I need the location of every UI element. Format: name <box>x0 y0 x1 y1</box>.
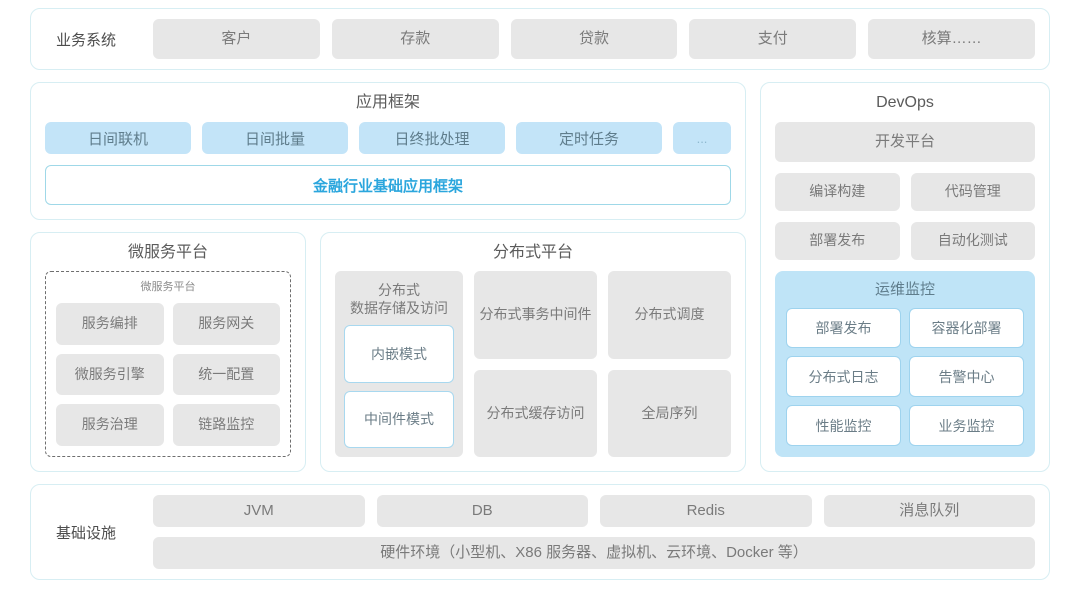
distributed-platform-body: 分布式 数据存储及访问 内嵌模式 中间件模式 分布式 事务中间件 分布式调度 <box>335 271 731 457</box>
distributed-tag-transaction-middleware[interactable]: 分布式 事务中间件 <box>474 271 597 359</box>
microservice-tag-service-orchestration[interactable]: 服务编排 <box>56 303 164 345</box>
business-system-tag-loan[interactable]: 贷款 <box>510 19 678 59</box>
app-framework-tag-scheduled-task[interactable]: 定时任务 <box>516 122 662 154</box>
ops-tag-containerized-deploy[interactable]: 容器化部署 <box>909 307 1024 349</box>
business-system-tag-deposit[interactable]: 存款 <box>331 19 499 59</box>
infrastructure-tag-jvm[interactable]: JVM <box>153 495 365 527</box>
infrastructure-tag-list: JVM DB Redis 消息队列 <box>153 495 1035 527</box>
app-framework-tag-daytime-online[interactable]: 日间联机 <box>45 122 191 154</box>
devops-title: DevOps <box>876 94 934 111</box>
devops-tag-deploy-release[interactable]: 部署发布 <box>775 222 900 260</box>
infrastructure-tag-db[interactable]: DB <box>376 495 588 527</box>
application-framework-title: 应用框架 <box>355 94 420 111</box>
devops-tag-automated-testing[interactable]: 自动化测试 <box>910 222 1035 260</box>
distributed-tag-global-sequence[interactable]: 全局序列 <box>608 369 731 457</box>
distributed-platform-section: 分布式平台 分布式 数据存储及访问 内嵌模式 中间件模式 <box>320 232 746 472</box>
distributed-tag-cache-access[interactable]: 分布式 缓存访问 <box>474 369 597 457</box>
infrastructure-label: 基础设施 <box>55 524 116 542</box>
app-framework-tag-eod-batch[interactable]: 日终批处理 <box>359 122 505 154</box>
microservice-platform-title: 微服务平台 <box>127 244 208 261</box>
application-framework-section: 应用框架 日间联机 日间批量 日终批处理 定时任务 ... 金融行业基础应用框架 <box>30 82 746 220</box>
platform-band: 应用框架 日间联机 日间批量 日终批处理 定时任务 ... 金融行业基础应用框架… <box>30 82 1050 472</box>
distributed-tag-transaction-middleware-line1: 分布式 <box>479 306 522 322</box>
platform-left-column: 应用框架 日间联机 日间批量 日终批处理 定时任务 ... 金融行业基础应用框架… <box>30 82 746 472</box>
business-systems-section: 业务系统 客户 存款 贷款 支付 核算…… <box>30 8 1050 70</box>
devops-tag-compile-build[interactable]: 编译构建 <box>775 173 900 211</box>
distributed-tag-scheduling[interactable]: 分布式调度 <box>608 271 731 359</box>
microservice-platform-subtitle: 微服务平台 <box>140 281 196 293</box>
ops-tag-alert-center[interactable]: 告警中心 <box>909 356 1024 398</box>
distributed-storage-mode-middleware[interactable]: 中间件模式 <box>344 390 454 448</box>
devops-section: DevOps 开发平台 编译构建 代码管理 部署发布 自动化测试 运维监控 部署… <box>760 82 1050 472</box>
distributed-tag-cache-access-line1: 分布式 <box>486 404 529 421</box>
infrastructure-hardware-row: 硬件环境（小型机、X86 服务器、虚拟机、云环境、Docker 等） <box>153 537 1035 569</box>
business-system-tag-accounting[interactable]: 核算…… <box>868 19 1035 59</box>
distributed-platform-grid: 分布式 事务中间件 分布式调度 分布式 缓存访问 全局序列 <box>474 271 731 457</box>
business-system-tag-customer[interactable]: 客户 <box>153 19 320 59</box>
infrastructure-tag-message-queue[interactable]: 消息队列 <box>823 495 1035 527</box>
microservice-platform-dashed-group: 微服务平台 服务编排 服务网关 微服务引擎 统一配置 服务治理 链路监控 <box>45 271 291 457</box>
devops-column: DevOps 开发平台 编译构建 代码管理 部署发布 自动化测试 运维监控 部署… <box>760 82 1050 472</box>
devops-tag-dev-platform[interactable]: 开发平台 <box>775 122 1035 162</box>
distributed-tag-transaction-middleware-line2: 事务中间件 <box>521 306 592 322</box>
devops-grid: 编译构建 代码管理 部署发布 自动化测试 <box>775 173 1035 260</box>
microservice-tag-unified-config[interactable]: 统一配置 <box>172 353 280 396</box>
distributed-storage-mode-embedded[interactable]: 内嵌模式 <box>344 325 454 383</box>
devops-tag-code-management[interactable]: 代码管理 <box>910 173 1035 211</box>
distributed-storage-card[interactable]: 分布式 数据存储及访问 内嵌模式 中间件模式 <box>335 271 463 457</box>
distributed-platform-title: 分布式平台 <box>492 244 573 261</box>
ops-monitoring-title: 运维监控 <box>874 281 935 298</box>
ops-tag-distributed-log[interactable]: 分布式日志 <box>786 356 901 398</box>
infrastructure-section: 基础设施 JVM DB Redis 消息队列 硬件环境（小型机、X86 服务器、… <box>30 484 1050 580</box>
application-framework-tag-list: 日间联机 日间批量 日终批处理 定时任务 ... <box>45 122 731 154</box>
microservice-platform-grid: 服务编排 服务网关 微服务引擎 统一配置 服务治理 链路监控 <box>56 303 280 446</box>
infrastructure-tag-hardware-environment[interactable]: 硬件环境（小型机、X86 服务器、虚拟机、云环境、Docker 等） <box>153 537 1035 569</box>
ops-tag-performance-monitoring[interactable]: 性能监控 <box>786 405 901 446</box>
app-framework-tag-daytime-batch[interactable]: 日间批量 <box>202 122 348 154</box>
ops-tag-deploy-release[interactable]: 部署发布 <box>786 307 901 349</box>
finance-base-framework-banner[interactable]: 金融行业基础应用框架 <box>45 165 731 205</box>
ops-monitoring-grid: 部署发布 容器化部署 分布式日志 告警中心 性能监控 业务监控 <box>786 307 1024 447</box>
microservice-platform-section: 微服务平台 微服务平台 服务编排 服务网关 微服务引擎 统一配置 服务治理 链路… <box>30 232 306 472</box>
business-systems-label: 业务系统 <box>55 31 116 49</box>
microservice-tag-service-governance[interactable]: 服务治理 <box>56 404 164 446</box>
microservice-tag-microservice-engine[interactable]: 微服务引擎 <box>56 353 164 396</box>
microservice-tag-link-monitoring[interactable]: 链路监控 <box>172 404 280 446</box>
distributed-storage-title-line2: 数据存储及访问 <box>350 300 448 317</box>
business-systems-tag-list: 客户 存款 贷款 支付 核算…… <box>153 19 1035 59</box>
infrastructure-tag-redis[interactable]: Redis <box>600 495 812 527</box>
ops-monitoring-panel: 运维监控 部署发布 容器化部署 分布式日志 告警中心 性能监控 业务监控 <box>775 271 1035 457</box>
platform-lower-row: 微服务平台 微服务平台 服务编排 服务网关 微服务引擎 统一配置 服务治理 链路… <box>30 232 746 472</box>
business-system-tag-payment[interactable]: 支付 <box>689 19 857 59</box>
ops-tag-business-monitoring[interactable]: 业务监控 <box>909 405 1024 446</box>
infrastructure-body: JVM DB Redis 消息队列 硬件环境（小型机、X86 服务器、虚拟机、云… <box>153 495 1035 569</box>
distributed-storage-title-line1: 分布式 <box>378 282 420 298</box>
app-framework-tag-more[interactable]: ... <box>673 122 731 154</box>
distributed-storage-title: 分布式 数据存储及访问 <box>344 281 454 317</box>
microservice-tag-service-gateway[interactable]: 服务网关 <box>172 303 280 345</box>
distributed-tag-cache-access-line2: 缓存访问 <box>528 404 585 421</box>
